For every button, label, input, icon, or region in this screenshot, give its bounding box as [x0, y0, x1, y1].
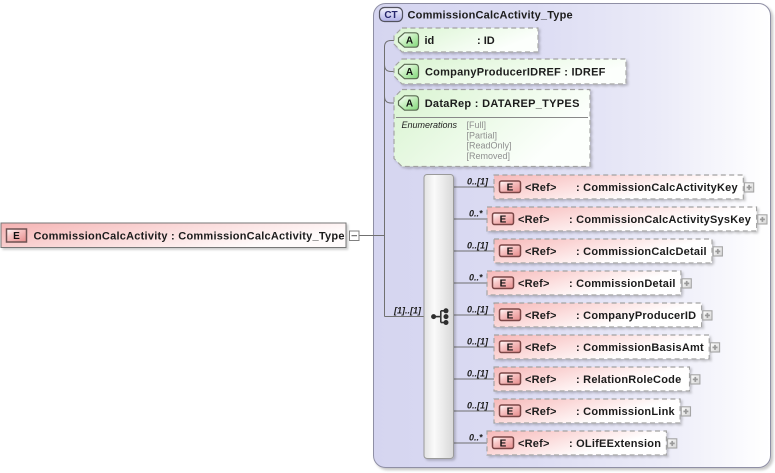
svg-text:DataRep : DATAREP_TYPES: DataRep : DATAREP_TYPES	[425, 98, 580, 110]
svg-text:<Ref>: <Ref>	[518, 214, 550, 226]
svg-text:0..*: 0..*	[469, 209, 483, 219]
svg-text:E: E	[500, 279, 507, 290]
svg-text:: OLifEExtension: : OLifEExtension	[569, 438, 661, 450]
svg-text:A: A	[406, 36, 413, 47]
svg-text:[Partial]: [Partial]	[467, 130, 498, 140]
svg-text:<Ref>: <Ref>	[525, 406, 557, 418]
svg-text:CompanyProducerIDREF : IDREF: CompanyProducerIDREF : IDREF	[425, 67, 606, 79]
svg-text:0..[1]: 0..[1]	[467, 305, 489, 315]
svg-text:id: id	[425, 35, 435, 47]
svg-text:E: E	[507, 407, 514, 418]
svg-text:<Ref>: <Ref>	[525, 374, 557, 386]
svg-text:<Ref>: <Ref>	[518, 278, 550, 290]
svg-text:0..[1]: 0..[1]	[467, 177, 489, 187]
svg-text:: CommissionCalcDetail: : CommissionCalcDetail	[576, 246, 707, 258]
svg-text:E: E	[13, 231, 20, 242]
svg-text:CT: CT	[384, 10, 397, 21]
svg-text:A: A	[406, 99, 413, 110]
svg-text:E: E	[500, 215, 507, 226]
svg-text:: CommissionCalcActivitySysKey: : CommissionCalcActivitySysKey	[569, 214, 752, 226]
svg-text:0..[1]: 0..[1]	[467, 401, 489, 411]
svg-text:<Ref>: <Ref>	[525, 310, 557, 322]
svg-text:: RelationRoleCode: : RelationRoleCode	[576, 374, 681, 386]
svg-text:[ReadOnly]: [ReadOnly]	[467, 141, 512, 151]
svg-text:[Removed]: [Removed]	[467, 151, 511, 161]
svg-text:<Ref>: <Ref>	[518, 438, 550, 450]
svg-text:0..[1]: 0..[1]	[467, 337, 489, 347]
svg-text:: CompanyProducerID: : CompanyProducerID	[576, 310, 696, 322]
svg-text:0..[1]: 0..[1]	[467, 369, 489, 379]
svg-text:0..[1]: 0..[1]	[467, 241, 489, 251]
svg-text:<Ref>: <Ref>	[525, 182, 557, 194]
svg-text:CommissionCalcActivity : Commi: CommissionCalcActivity : CommissionCalcA…	[34, 230, 345, 242]
svg-text:E: E	[507, 343, 514, 354]
svg-text:E: E	[500, 439, 507, 450]
svg-text:<Ref>: <Ref>	[525, 246, 557, 258]
svg-text:CommissionCalcActivity_Type: CommissionCalcActivity_Type	[408, 9, 573, 21]
svg-text:0..*: 0..*	[469, 433, 483, 443]
svg-text:: ID: : ID	[477, 35, 495, 47]
svg-text:: CommissionLink: : CommissionLink	[576, 406, 676, 418]
svg-text:: CommissionDetail: : CommissionDetail	[569, 278, 676, 290]
svg-text:Enumerations: Enumerations	[402, 120, 458, 130]
svg-text:<Ref>: <Ref>	[525, 342, 557, 354]
svg-text:E: E	[507, 247, 514, 258]
svg-text:[1]..[1]: [1]..[1]	[393, 306, 422, 316]
svg-text:: CommissionBasisAmt: : CommissionBasisAmt	[576, 342, 704, 354]
svg-text:: CommissionCalcActivityKey: : CommissionCalcActivityKey	[576, 182, 738, 194]
svg-text:0..*: 0..*	[469, 273, 483, 283]
svg-text:[Full]: [Full]	[467, 120, 487, 130]
svg-text:E: E	[507, 311, 514, 322]
svg-text:A: A	[406, 67, 413, 78]
svg-text:E: E	[507, 375, 514, 386]
svg-text:E: E	[507, 183, 514, 194]
